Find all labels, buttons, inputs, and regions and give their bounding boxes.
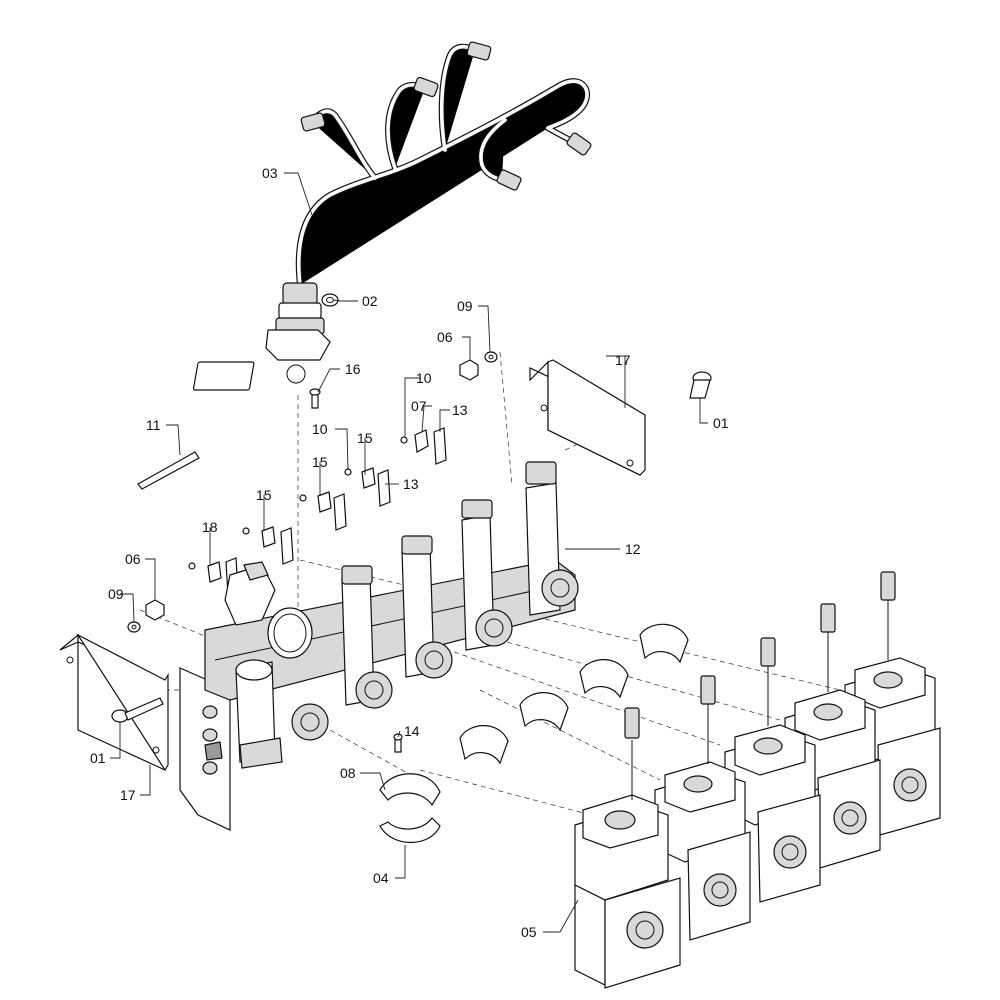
leader-lines bbox=[110, 172, 708, 933]
callout-08: 08 bbox=[340, 765, 356, 781]
callout-01-upper: 01 bbox=[713, 415, 729, 431]
callout-13-upper: 13 bbox=[452, 402, 468, 418]
callout-15-upper: 15 bbox=[357, 430, 373, 446]
callout-05: 05 bbox=[521, 924, 537, 940]
callout-17-upper: 17 bbox=[615, 352, 631, 368]
callout-04: 04 bbox=[373, 870, 389, 886]
valve-stem bbox=[525, 461, 579, 616]
connector-plug-icon bbox=[496, 169, 522, 191]
callout-12: 12 bbox=[625, 541, 641, 557]
valve-stem bbox=[401, 535, 453, 679]
callout-16: 16 bbox=[345, 361, 361, 377]
callout-14: 14 bbox=[404, 723, 420, 739]
callout-02: 02 bbox=[362, 293, 378, 309]
callout-09-lower: 09 bbox=[108, 586, 124, 602]
valve-stem bbox=[461, 499, 513, 651]
connector-plug-icon bbox=[300, 112, 326, 132]
actuator-unit bbox=[574, 707, 681, 989]
actuator-unit bbox=[654, 675, 751, 941]
connector-plug-icon bbox=[413, 76, 439, 98]
callout-07: 07 bbox=[411, 398, 427, 414]
callout-17-lower: 17 bbox=[120, 787, 136, 803]
callout-10-upper: 10 bbox=[416, 370, 432, 386]
callout-03: 03 bbox=[262, 165, 278, 181]
callout-01-lower: 01 bbox=[90, 750, 106, 766]
actuator-unit bbox=[724, 637, 821, 903]
callout-09-upper: 09 bbox=[457, 298, 473, 314]
connector-plug-icon bbox=[566, 132, 592, 156]
callout-18: 18 bbox=[202, 519, 218, 535]
callout-06-lower: 06 bbox=[125, 551, 141, 567]
mounting-brackets bbox=[59, 359, 646, 772]
small-hardware bbox=[127, 293, 712, 753]
callout-15-middle: 15 bbox=[312, 454, 328, 470]
motor-actuators bbox=[574, 571, 941, 989]
callout-15-lower: 15 bbox=[256, 487, 272, 503]
callout-labels: 03 02 16 09 06 17 01 10 07 13 10 15 13 1… bbox=[90, 165, 729, 940]
wiring-harness bbox=[192, 41, 592, 391]
connector-plug-icon bbox=[466, 41, 492, 61]
callout-13-lower: 13 bbox=[403, 476, 419, 492]
callout-10-lower: 10 bbox=[312, 421, 328, 437]
front-plate bbox=[179, 667, 231, 831]
valve-stem bbox=[291, 703, 329, 741]
callout-06-upper: 06 bbox=[437, 329, 453, 345]
valve-stem bbox=[341, 565, 393, 709]
pipe-clamps bbox=[379, 623, 689, 844]
valve-manifold bbox=[204, 461, 579, 769]
callout-11: 11 bbox=[146, 417, 161, 433]
